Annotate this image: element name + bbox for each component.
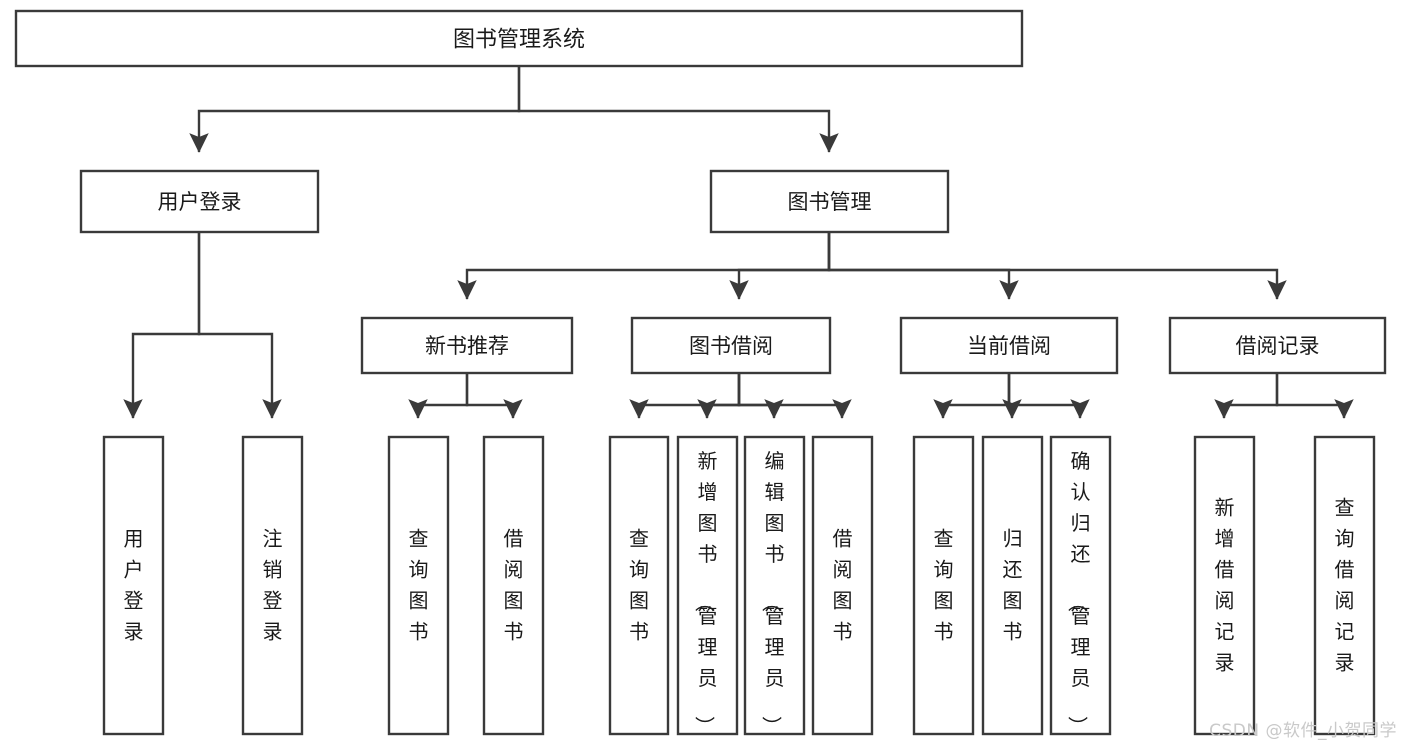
leaf-node-borrow-book-1-box [482, 435, 545, 736]
node-book-manage-label: 图书管理 [788, 190, 872, 214]
leaf-node-add-record-box [1193, 435, 1256, 736]
leaf-node-add-book-box [676, 435, 739, 736]
node-root-box [14, 9, 1024, 68]
edge-book-borrow-to-leaf-edit-book [737, 373, 784, 419]
node-current-borrow[interactable]: 当前借阅 [899, 316, 1119, 375]
node-book-borrow-label: 图书借阅 [689, 334, 773, 358]
leaf-node-edit-book[interactable]: 编辑图书（管理员） [743, 435, 806, 736]
leaf-node-query-record-label: 查询借阅记录 [1335, 496, 1355, 675]
leaf-node-query-book-3-label: 查询图书 [934, 527, 954, 644]
edge-current-borrow-to-leaf-confirm-return [1007, 373, 1090, 419]
connector-group-book-manage-to-level3 [457, 232, 1287, 300]
connector-group-borrow-record-to-leaves [1214, 373, 1354, 419]
leaf-node-return-book-label: 归还图书 [1003, 527, 1023, 644]
node-borrow-record-label: 借阅记录 [1236, 334, 1320, 358]
leaf-node-query-book-1-box [387, 435, 450, 736]
leaf-node-return-book[interactable]: 归还图书 [981, 435, 1044, 736]
leaf-node-user-login[interactable]: 用户登录 [102, 435, 165, 736]
leaf-node-query-record-box [1313, 435, 1376, 736]
node-borrow-record[interactable]: 借阅记录 [1168, 316, 1387, 375]
leaf-node-query-record[interactable]: 查询借阅记录 [1313, 435, 1376, 736]
leaf-group: 用户登录 注销登录 查询图书 借阅图书 查询图书 新增图书（管理员） 编辑图书（… [102, 435, 1376, 736]
edge-book-borrow-to-leaf-query-book [629, 373, 741, 419]
edge-new-book-recommend-to-leaf-borrow-book [465, 373, 523, 419]
edge-book-manage-to-borrow-record [827, 232, 1287, 300]
edge-borrow-record-to-leaf-add-record [1214, 373, 1279, 419]
connector-group-current-borrow-to-leaves [933, 373, 1090, 419]
node-user-login[interactable]: 用户登录 [79, 169, 320, 234]
connector-group-user-login-to-leaves [123, 232, 282, 419]
node-book-manage[interactable]: 图书管理 [709, 169, 950, 234]
node-book-borrow-box [630, 316, 832, 375]
leaf-node-user-login-label: 用户登录 [124, 527, 144, 644]
edge-root-to-user-login [189, 66, 521, 153]
leaf-node-edit-book-box [743, 435, 806, 736]
leaf-node-query-book-2-label: 查询图书 [629, 527, 649, 644]
node-current-borrow-box [899, 316, 1119, 375]
node-root[interactable]: 图书管理系统 [14, 9, 1024, 68]
edge-user-login-to-leaf-logout [197, 232, 282, 419]
node-new-book-recommend[interactable]: 新书推荐 [360, 316, 574, 375]
node-borrow-record-box [1168, 316, 1387, 375]
node-new-book-recommend-label: 新书推荐 [425, 334, 509, 358]
leaf-node-confirm-return-box [1049, 435, 1112, 736]
edge-borrow-record-to-leaf-query-record [1275, 373, 1354, 419]
leaf-node-logout[interactable]: 注销登录 [241, 435, 304, 736]
leaf-node-return-book-box [981, 435, 1044, 736]
leaf-node-query-book-2-box [608, 435, 670, 736]
leaf-node-add-record-label: 新增借阅记录 [1215, 496, 1235, 675]
connector-group-book-borrow-to-leaves [629, 373, 852, 419]
leaf-node-user-login-box [102, 435, 165, 736]
leaf-node-add-record[interactable]: 新增借阅记录 [1193, 435, 1256, 736]
node-root-label: 图书管理系统 [453, 28, 585, 53]
leaf-node-borrow-book-2[interactable]: 借阅图书 [811, 435, 874, 736]
node-user-login-box [79, 169, 320, 234]
leaf-node-confirm-return-label: 确认归还（管理员） [1066, 449, 1091, 736]
node-current-borrow-label: 当前借阅 [967, 334, 1051, 358]
edge-book-borrow-to-leaf-add-book [697, 373, 741, 419]
leaf-node-query-book-2[interactable]: 查询图书 [608, 435, 670, 736]
node-book-manage-box [709, 169, 950, 234]
leaf-node-query-book-3[interactable]: 查询图书 [912, 435, 975, 736]
edge-book-manage-to-book-borrow [729, 232, 831, 300]
leaf-node-query-book-3-box [912, 435, 975, 736]
edge-book-borrow-to-leaf-borrow-book [737, 373, 852, 419]
edge-book-manage-to-current-borrow [827, 232, 1019, 300]
node-new-book-recommend-box [360, 316, 574, 375]
leaf-node-confirm-return[interactable]: 确认归还（管理员） [1049, 435, 1112, 736]
leaf-node-logout-box [241, 435, 304, 736]
connector-group-new-book-recommend-to-leaves [408, 373, 523, 419]
edge-root-to-book-manage [517, 66, 839, 153]
leaf-node-query-book-1[interactable]: 查询图书 [387, 435, 450, 736]
connector-group-root-to-level2 [189, 66, 839, 153]
leaf-node-add-book-label: 新增图书（管理员） [693, 449, 718, 736]
edge-book-manage-to-new-book-recommend [457, 232, 831, 300]
node-book-borrow[interactable]: 图书借阅 [630, 316, 832, 375]
edge-current-borrow-to-leaf-query-book [933, 373, 1011, 419]
leaf-node-borrow-book-2-box [811, 435, 874, 736]
node-user-login-label: 用户登录 [158, 190, 242, 214]
edge-new-book-recommend-to-leaf-query-book [408, 373, 469, 419]
leaf-node-logout-label: 注销登录 [263, 527, 283, 644]
edge-user-login-to-leaf-user-login [123, 232, 201, 419]
leaf-node-edit-book-label: 编辑图书（管理员） [760, 449, 785, 736]
leaf-node-borrow-book-2-label: 借阅图书 [833, 527, 853, 644]
leaf-node-query-book-1-label: 查询图书 [409, 527, 429, 644]
leaf-node-borrow-book-1[interactable]: 借阅图书 [482, 435, 545, 736]
leaf-node-add-book[interactable]: 新增图书（管理员） [676, 435, 739, 736]
leaf-node-borrow-book-1-label: 借阅图书 [504, 527, 524, 644]
